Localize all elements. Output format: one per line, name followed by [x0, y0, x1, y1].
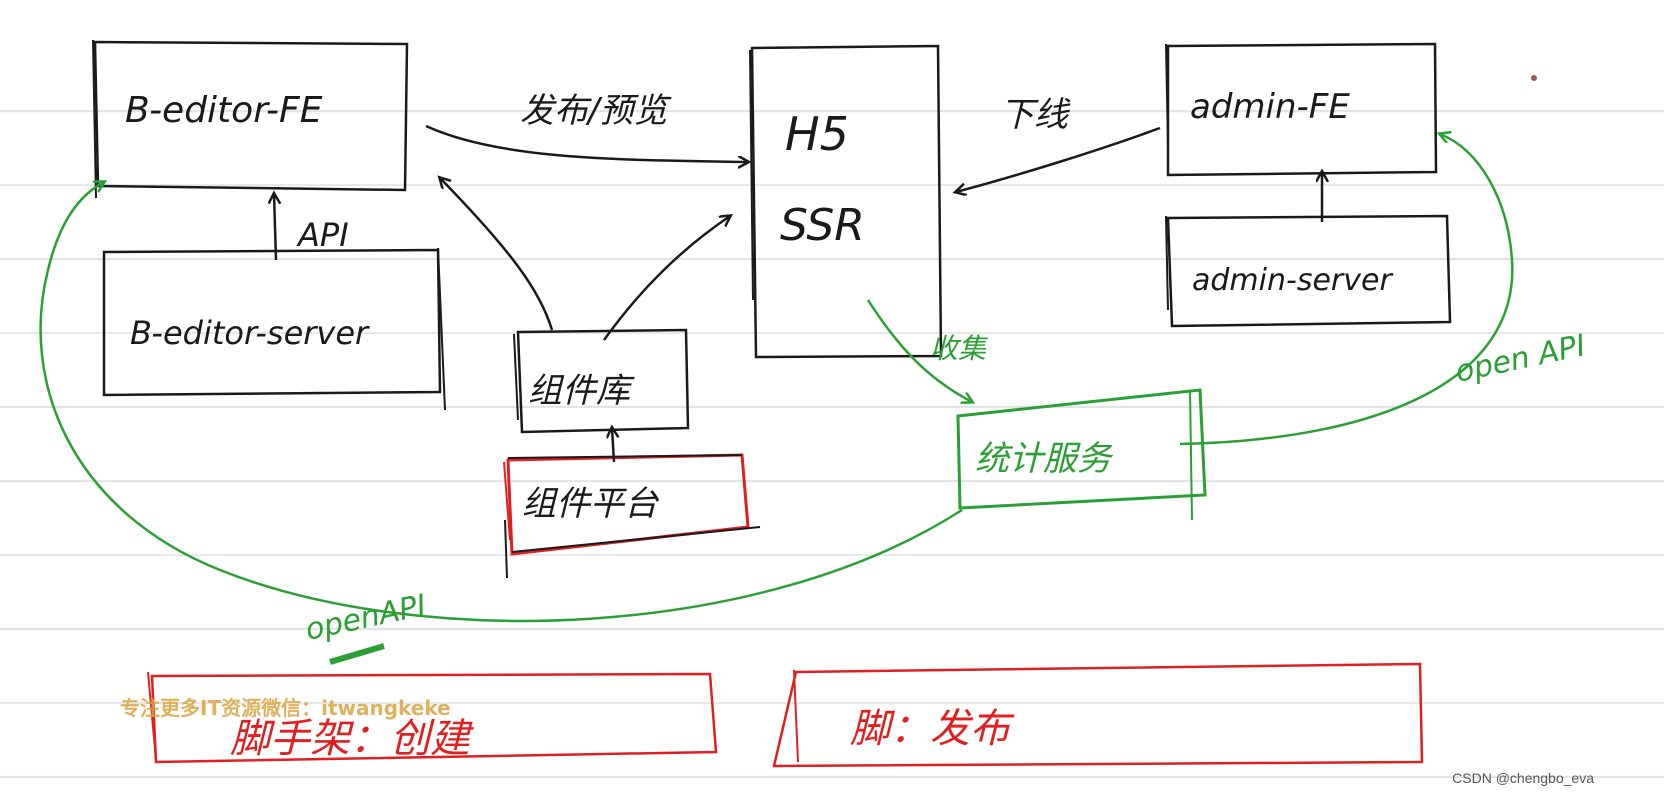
box-component-lib: 组件库	[513, 328, 690, 434]
box-h5-ssr: H5 SSR	[749, 44, 943, 359]
api-label: API	[296, 216, 349, 254]
box-component-platform: 组件平台	[503, 453, 761, 579]
component-platform-label: 组件平台	[522, 484, 660, 524]
box-stats-service: 统计服务	[956, 388, 1207, 521]
admin-server-label: admin-server	[1192, 263, 1393, 298]
stats-service-label: 统计服务	[975, 439, 1114, 479]
arrow-b-editor-server-to-fe	[274, 194, 276, 261]
b-editor-server-label: B-editor-server	[130, 314, 370, 352]
underline-mark	[329, 643, 385, 665]
box-script-publish: 脚：发布	[772, 662, 1424, 768]
arrow-stats-to-admin-fe	[1179, 134, 1514, 446]
offline-label: 下线	[1000, 95, 1071, 135]
script-create-label: 脚手架：创建	[230, 716, 474, 762]
credit-text: CSDN @chengbo_eva	[1452, 770, 1594, 786]
arrow-h5-to-stats	[866, 299, 972, 402]
arrow-platform-to-lib	[612, 428, 614, 463]
box-b-editor-server: B-editor-server	[102, 247, 446, 411]
arrow-fe-to-h5	[425, 124, 748, 162]
watermark-text: 专注更多IT资源微信：itwangkeke	[120, 696, 451, 720]
h5-label: H5	[785, 107, 849, 161]
box-script-create: 脚手架：创建	[147, 671, 718, 764]
box-admin-fe: admin-FE	[1165, 42, 1438, 177]
component-lib-label: 组件库	[528, 371, 635, 411]
script-publish-label: 脚：发布	[850, 706, 1015, 752]
arrow-admin-fe-to-h5	[956, 126, 1161, 192]
stray-dot	[1531, 75, 1537, 81]
collect-label: 收集	[930, 332, 988, 365]
box-b-editor-fe: B-editor-FE	[92, 39, 409, 199]
arrow-component-lib-to-h5	[602, 216, 730, 341]
ssr-label: SSR	[780, 200, 865, 251]
publish-preview-label: 发布/预览	[520, 91, 672, 131]
admin-fe-label: admin-FE	[1190, 87, 1350, 127]
open-api-bottom-label: openAPI	[302, 588, 429, 648]
b-editor-fe-label: B-editor-FE	[125, 90, 323, 131]
open-api-right-label: open API	[1452, 328, 1588, 390]
arrow-stats-to-b-editor-fe	[39, 182, 963, 623]
arrow-component-lib-to-fe	[440, 178, 554, 331]
box-admin-server: admin-server	[1165, 214, 1452, 328]
